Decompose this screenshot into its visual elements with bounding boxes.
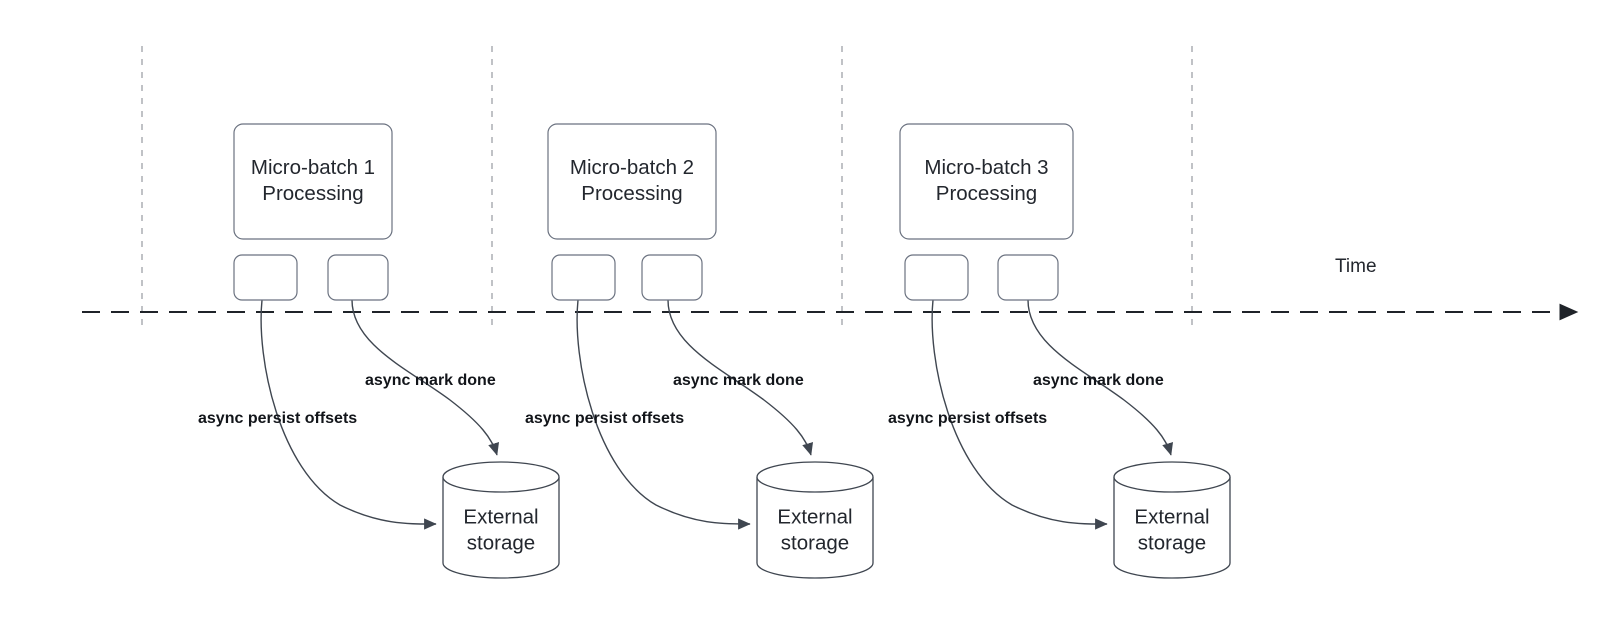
edge-persist-offsets-3-label: async persist offsets (888, 410, 1047, 427)
edge-mark-done-1-label: async mark done (365, 372, 496, 389)
edge-persist-offsets-3 (931, 299, 1108, 530)
task-box-1b[interactable] (327, 254, 389, 301)
micro-batch-label-1-line2: Processing (262, 182, 363, 205)
micro-batch-box-2[interactable] (547, 123, 717, 240)
edge-mark-done-2 (667, 299, 814, 456)
edge-mark-done-3 (1027, 299, 1174, 456)
external-storage-cylinder-top-2 (756, 461, 874, 493)
edge-persist-offsets-2 (576, 299, 751, 530)
micro-batch-label-1-line1: Micro-batch 1 (251, 156, 375, 179)
external-storage-cylinder-top-3 (1113, 461, 1231, 493)
external-storage-label-2-line2: storage (781, 531, 849, 554)
task-box-3b[interactable] (997, 254, 1059, 301)
external-storage-cylinder-1[interactable] (442, 477, 560, 579)
flow-edges (260, 299, 1174, 530)
external-storage-label-3-line1: External (1134, 505, 1209, 528)
external-storage-label-1-line2: storage (467, 531, 535, 554)
timeline-guides (141, 46, 1193, 330)
micro-batch-label-2-line1: Micro-batch 2 (570, 156, 694, 179)
micro-batch-label-3-line1: Micro-batch 3 (924, 156, 1048, 179)
time-axis-label: Time (1335, 256, 1377, 277)
micro-batch-label-2-line2: Processing (581, 182, 682, 205)
edge-mark-done-1 (351, 299, 500, 456)
edge-persist-offsets-1-label: async persist offsets (198, 410, 357, 427)
external-storage-label-3-line2: storage (1138, 531, 1206, 554)
external-storage-label-1-line1: External (463, 505, 538, 528)
external-storage-label-2-line1: External (777, 505, 852, 528)
micro-batch-label-3-line2: Processing (936, 182, 1037, 205)
task-box-2a[interactable] (551, 254, 616, 301)
external-storage-cylinder-top-1 (442, 461, 560, 493)
edge-mark-done-2-label: async mark done (673, 372, 804, 389)
micro-batch-box-3[interactable] (899, 123, 1074, 240)
task-box-1a[interactable] (233, 254, 298, 301)
micro-batch-box-1[interactable] (233, 123, 393, 240)
external-storage-cylinder-3[interactable] (1113, 477, 1231, 579)
edge-mark-done-3-label: async mark done (1033, 372, 1164, 389)
edge-persist-offsets-2-label: async persist offsets (525, 410, 684, 427)
task-box-3a[interactable] (904, 254, 969, 301)
task-box-2b[interactable] (641, 254, 703, 301)
edge-labels: async persist offsets async mark done asyn… (198, 372, 1164, 427)
external-storage-cylinder-2[interactable] (756, 477, 874, 579)
edge-persist-offsets-1 (260, 299, 437, 530)
